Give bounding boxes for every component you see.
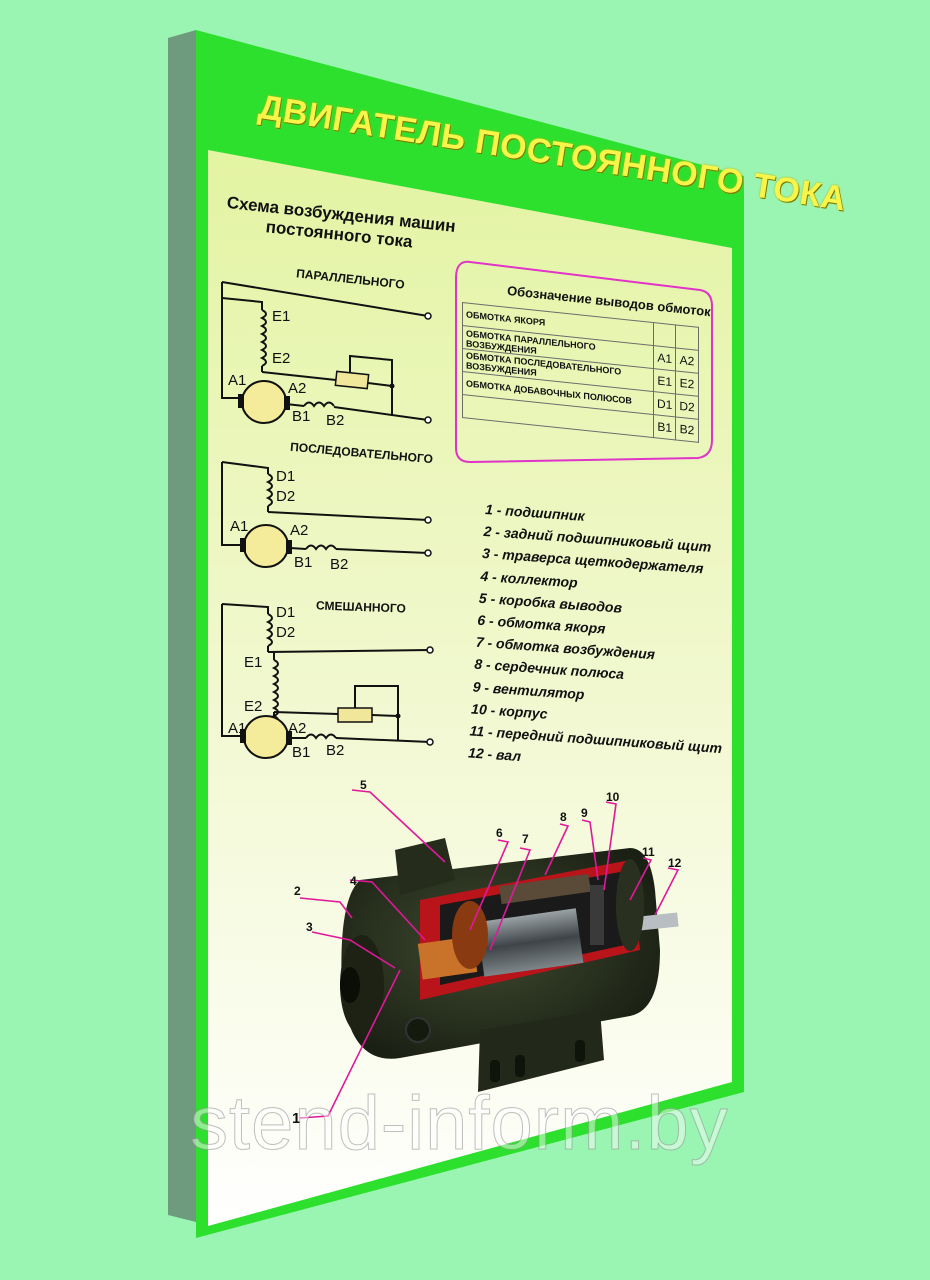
parallel-a2: A2 [288, 380, 307, 397]
mixed-d2: D2 [276, 624, 296, 641]
motor-illustration [340, 838, 679, 1092]
mixed-b2: B2 [326, 742, 345, 759]
parallel-b2: B2 [326, 412, 345, 429]
legend-row-code1 [653, 322, 676, 348]
scheme-series [221, 461, 429, 554]
parallel-e2: E2 [272, 350, 291, 367]
mixed-rheostat [337, 707, 373, 723]
mixed-b1: B1 [292, 744, 311, 761]
legend-row-code1: B1 [653, 414, 676, 440]
callout-4: 4 [350, 874, 357, 888]
series-b1: B1 [294, 554, 313, 571]
mixed-armature [243, 715, 289, 759]
mixed-a1: A1 [228, 720, 247, 737]
parts-list: 1 - подшипник 2 - задний подшипниковый щ… [467, 498, 738, 781]
parallel-e1: E1 [272, 308, 291, 325]
callout-7: 7 [522, 832, 529, 846]
parallel-a1: A1 [228, 372, 247, 389]
legend-row-code2: E2 [675, 370, 699, 397]
series-armature [243, 524, 289, 568]
mixed-a2: A2 [288, 720, 307, 737]
legend-row-code1: E1 [653, 368, 676, 394]
legend-row-code2: B2 [675, 416, 699, 443]
callout-lines [299, 789, 680, 1119]
callout-1: 1 [292, 1110, 301, 1127]
legend-row-code1: A1 [653, 345, 676, 371]
series-a2: A2 [290, 522, 309, 539]
callout-9: 9 [581, 806, 588, 820]
callout-5: 5 [360, 778, 367, 792]
callout-12: 12 [668, 856, 682, 870]
watermark: stend-inform.by [190, 1081, 729, 1167]
parallel-b1: B1 [292, 408, 311, 425]
legend-row-code1: D1 [653, 391, 676, 417]
parallel-armature [241, 380, 287, 424]
legend-row-code2: A2 [675, 347, 699, 374]
series-d1: D1 [276, 468, 296, 485]
scheme-mixed [221, 603, 431, 743]
mixed-e1: E1 [244, 654, 263, 671]
legend-border [455, 260, 713, 464]
legend-table: ОБМОТКА ЯКОРЯ ОБМОТКА ПАРАЛЛЕЛЬНОГО ВОЗБ… [462, 302, 699, 443]
parallel-rheostat [334, 370, 370, 390]
legend-row-code2 [675, 324, 699, 351]
mixed-e2: E2 [244, 698, 263, 715]
series-a1: A1 [230, 518, 249, 535]
callout-8: 8 [560, 810, 567, 824]
callout-10: 10 [606, 790, 620, 804]
series-d2: D2 [276, 488, 296, 505]
callout-6: 6 [496, 826, 503, 840]
callout-2: 2 [294, 884, 301, 898]
mixed-d1: D1 [276, 604, 296, 621]
legend-row-code2: D2 [675, 393, 699, 420]
callout-11: 11 [642, 845, 655, 859]
callout-3: 3 [306, 920, 313, 934]
series-b2: B2 [330, 556, 349, 573]
